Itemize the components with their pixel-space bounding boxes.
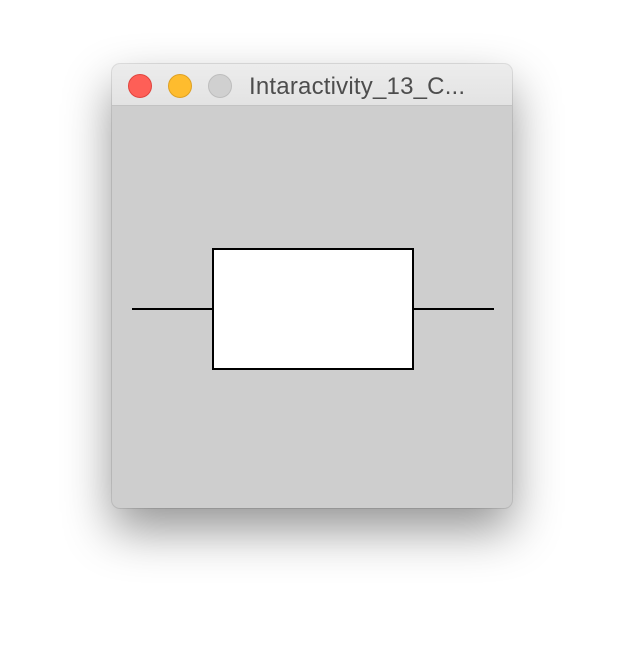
canvas-svg — [132, 248, 494, 370]
window-title: Intaractivity_13_C... — [249, 73, 466, 100]
center-rectangle[interactable] — [212, 248, 414, 370]
sketch-canvas[interactable] — [112, 106, 512, 508]
zoom-button — [208, 74, 232, 98]
app-window: Intaractivity_13_C... — [112, 64, 512, 508]
title-bar[interactable]: Intaractivity_13_C... — [112, 64, 512, 106]
minimize-button[interactable] — [168, 74, 192, 98]
close-button[interactable] — [128, 74, 152, 98]
